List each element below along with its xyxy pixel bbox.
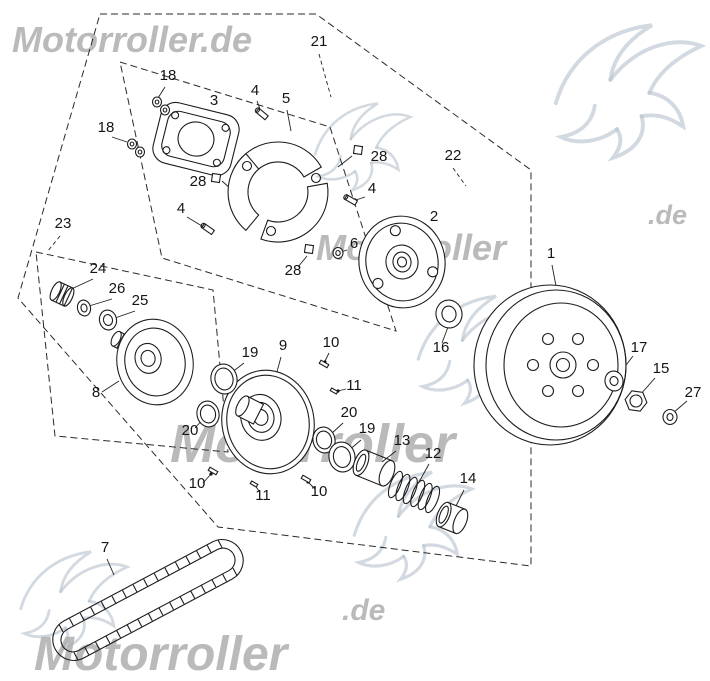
watermark-bottom-suffix: .de <box>342 594 385 627</box>
part-14-spring-collar <box>435 501 469 535</box>
watermark-mid-suffix: .de <box>648 200 687 230</box>
part-25-washer <box>98 309 118 331</box>
part-label-27: 27 <box>685 384 702 401</box>
part-7-v-belt <box>52 539 244 661</box>
part-label-16: 16 <box>433 339 450 356</box>
part-label-10: 10 <box>311 483 328 500</box>
part-9-movable-drive-face <box>221 369 315 475</box>
part-8-fixed-drive-face <box>110 318 194 406</box>
pulley-group-boundary <box>35 251 229 453</box>
part-label-7: 7 <box>101 539 109 556</box>
part-4-bolt-a <box>254 107 269 121</box>
part-20-ring-a <box>196 400 220 428</box>
part-10-pin-b <box>207 466 219 476</box>
part-label-11: 11 <box>346 377 362 394</box>
part-label-26: 26 <box>109 280 126 297</box>
part-6-washer <box>332 246 344 260</box>
part-27-washer <box>662 408 678 426</box>
part-label-13: 13 <box>394 432 411 449</box>
part-label-19: 19 <box>359 420 376 437</box>
part-19-oring-b <box>328 441 356 473</box>
part-label-4: 4 <box>177 200 185 217</box>
part-5-clutch-shoes <box>227 141 329 243</box>
boundary-layer <box>17 13 532 567</box>
part-20-ring-b <box>312 426 336 454</box>
part-13-spacer-sleeve <box>352 449 396 487</box>
part-label-3: 3 <box>210 92 218 109</box>
part-10-pin-c <box>300 474 312 484</box>
part-label-9: 9 <box>279 337 287 354</box>
part-label-12: 12 <box>425 445 442 462</box>
part-label-19: 19 <box>242 344 259 361</box>
part-label-24: 24 <box>90 260 107 277</box>
part-2-drive-plate <box>358 215 446 309</box>
part-24-spline-bush <box>49 281 75 307</box>
outer-boundary <box>17 13 532 567</box>
part-label-1: 1 <box>547 245 555 262</box>
part-label-17: 17 <box>631 339 648 356</box>
part-label-4: 4 <box>368 180 376 197</box>
parts-layer <box>49 96 678 661</box>
part-label-10: 10 <box>189 475 206 492</box>
part-label-15: 15 <box>653 360 670 377</box>
eagle-logo-icon <box>553 23 704 160</box>
part-label-4: 4 <box>251 82 259 99</box>
part-label-22: 22 <box>445 147 462 164</box>
square-nut-marker <box>303 243 315 255</box>
part-11-pin-b <box>249 480 259 488</box>
part-17-washer <box>604 370 624 392</box>
part-15-nut <box>624 390 648 412</box>
part-label-20: 20 <box>182 422 199 439</box>
clutch-shoe-group-boundary <box>119 61 397 332</box>
part-12-spring <box>387 470 441 514</box>
part-16-bearing-ring <box>435 299 463 329</box>
part-label-5: 5 <box>282 90 290 107</box>
part-1-clutch-bell <box>473 284 627 446</box>
watermark-top-left: Motorroller.de <box>12 19 252 60</box>
part-3-gasket <box>152 101 240 177</box>
part-10-pin-a <box>318 359 330 369</box>
part-label-28: 28 <box>285 262 302 279</box>
part-label-18: 18 <box>98 119 115 136</box>
part-18-washers-a <box>151 96 171 116</box>
part-label-21: 21 <box>311 33 328 50</box>
part-label-23: 23 <box>55 215 72 232</box>
part-label-11: 11 <box>255 487 271 504</box>
part-4-bolt-c <box>343 194 359 206</box>
part-label-25: 25 <box>132 292 149 309</box>
square-nut-marker <box>210 172 222 184</box>
part-label-2: 2 <box>430 208 438 225</box>
part-label-20: 20 <box>341 404 358 421</box>
watermark-bottom-brand: Motorroller <box>34 628 290 681</box>
part-19-oring-a <box>210 363 238 395</box>
part-label-10: 10 <box>323 334 340 351</box>
part-label-8: 8 <box>92 384 100 401</box>
part-4-bolt-b <box>200 222 216 236</box>
square-nut-marker <box>352 144 364 156</box>
part-label-6: 6 <box>350 235 358 252</box>
part-label-28: 28 <box>190 173 207 190</box>
part-label-18: 18 <box>160 67 177 84</box>
part-26-washer <box>76 299 92 317</box>
part-label-14: 14 <box>460 470 477 487</box>
part-11-pin-a <box>329 387 339 395</box>
part-18-washers-b <box>126 138 146 158</box>
part-label-28: 28 <box>371 148 388 165</box>
